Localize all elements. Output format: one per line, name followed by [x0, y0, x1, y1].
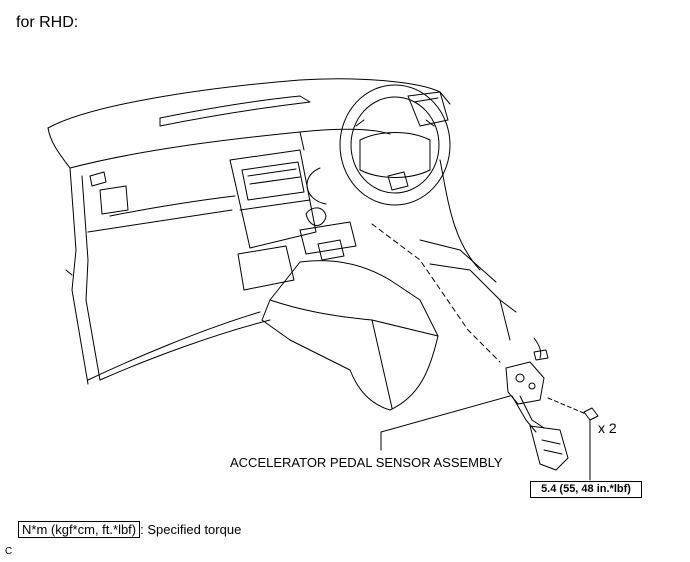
dashboard-outline-icon [47, 78, 517, 411]
illustration-code: C [5, 546, 13, 557]
part-leader-line [380, 395, 511, 451]
torque-value-box: 5.4 (55, 48 in.*lbf) [530, 481, 642, 498]
legend-unit-box: N*m (kgf*cm, ft.*lbf) [18, 521, 141, 538]
bolt-icon [547, 397, 599, 421]
legend-description: : Specified torque [140, 522, 242, 537]
accelerator-pedal-icon [505, 361, 569, 471]
location-leader-line [371, 223, 501, 363]
torque-legend: N*m (kgf*cm, ft.*lbf): Specified torque [18, 521, 241, 538]
part-name-label: ACCELERATOR PEDAL SENSOR ASSEMBLY [230, 455, 503, 470]
diagram-heading: for RHD: [16, 14, 79, 31]
quantity-label: x 2 [598, 420, 617, 436]
connector-icon [533, 337, 549, 361]
